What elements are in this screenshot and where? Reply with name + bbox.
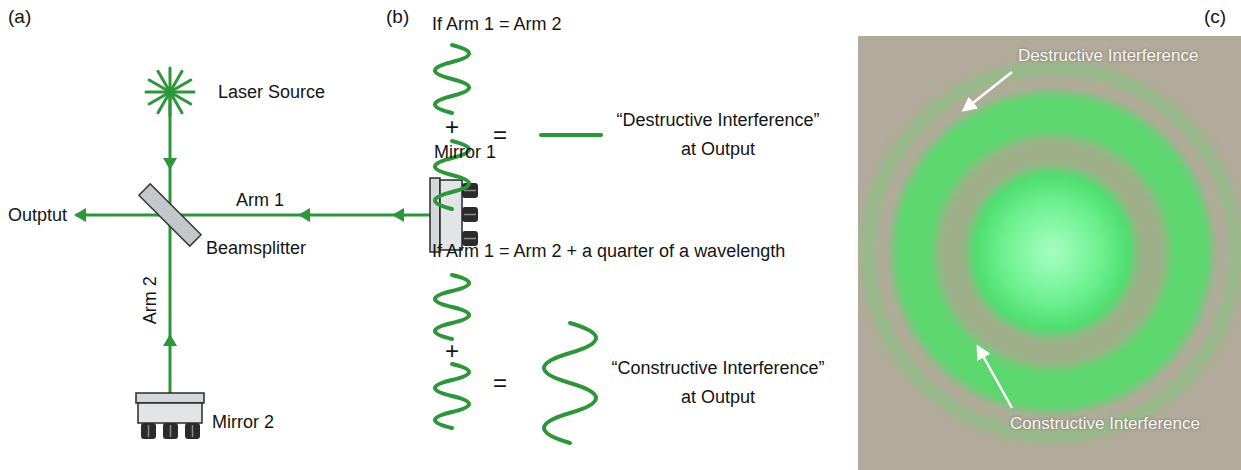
- operator-sign: =: [493, 121, 507, 149]
- part-label: Mirror 1: [434, 142, 496, 163]
- part-label: Arm 1: [236, 190, 284, 211]
- panel-letter: (b): [386, 6, 409, 28]
- adjust-knob: [462, 207, 478, 222]
- central-spot: [968, 168, 1136, 336]
- beam-arrowhead: [163, 334, 177, 346]
- part-label: Outptut: [8, 205, 67, 226]
- operator-sign: +: [445, 337, 459, 365]
- part-label: Arm 2: [140, 276, 161, 324]
- knob-highlight: [170, 425, 172, 437]
- adjust-knob: [141, 423, 156, 439]
- beam-arrowhead: [163, 158, 177, 170]
- flat-line: [541, 133, 601, 137]
- mirror-face: [136, 393, 204, 403]
- bright-ring: [914, 114, 1190, 390]
- mirror-face: [430, 178, 440, 252]
- part-label: Beamsplitter: [206, 238, 306, 259]
- sine-wave: [435, 45, 469, 113]
- leader-arrow: [964, 72, 1012, 110]
- part-label: Laser Source: [218, 82, 325, 103]
- result-text: “Constructive Interference” at Output: [609, 354, 827, 412]
- beam-arrowhead: [392, 208, 404, 222]
- mirror-body: [138, 403, 202, 423]
- part-label: Mirror 2: [212, 412, 274, 433]
- operator-sign: +: [445, 113, 459, 141]
- sine-wave: [435, 364, 469, 428]
- fringe-photo: [858, 36, 1241, 470]
- condition-text: If Arm 1 = Arm 2 + a quarter of a wavele…: [432, 241, 785, 262]
- sine-wave: [435, 275, 469, 339]
- knob-highlight: [192, 425, 194, 437]
- mirror-mount: [136, 393, 204, 439]
- horizontal-beam: [76, 214, 430, 217]
- mirror-mount: [430, 178, 478, 252]
- beam-arrowhead: [74, 208, 86, 222]
- photo-background: [858, 36, 1241, 470]
- condition-text: If Arm 1 = Arm 2: [432, 14, 562, 35]
- knob-highlight: [464, 238, 476, 240]
- adjust-knob: [163, 423, 178, 439]
- result-text: “Destructive Interference” at Output: [609, 106, 827, 164]
- panel-letter: (c): [1204, 6, 1226, 28]
- knob-highlight: [148, 425, 150, 437]
- photo-callout: Destructive Interference: [1018, 46, 1198, 66]
- vertical-beam: [169, 92, 172, 393]
- beam-arrowhead: [298, 208, 310, 222]
- knob-highlight: [464, 190, 476, 192]
- faint-ring: [868, 68, 1236, 436]
- beamsplitter-plate: [139, 184, 201, 246]
- leader-arrow: [978, 347, 1012, 408]
- adjust-knob: [185, 423, 200, 439]
- dark-ring: [952, 152, 1152, 352]
- sine-wave-large: [544, 323, 596, 443]
- knob-highlight: [464, 214, 476, 216]
- fringe-rings: [868, 68, 1236, 436]
- panel-letter: (a): [8, 6, 31, 28]
- operator-sign: =: [493, 369, 507, 397]
- photo-callout: Constructive Interference: [1010, 414, 1200, 434]
